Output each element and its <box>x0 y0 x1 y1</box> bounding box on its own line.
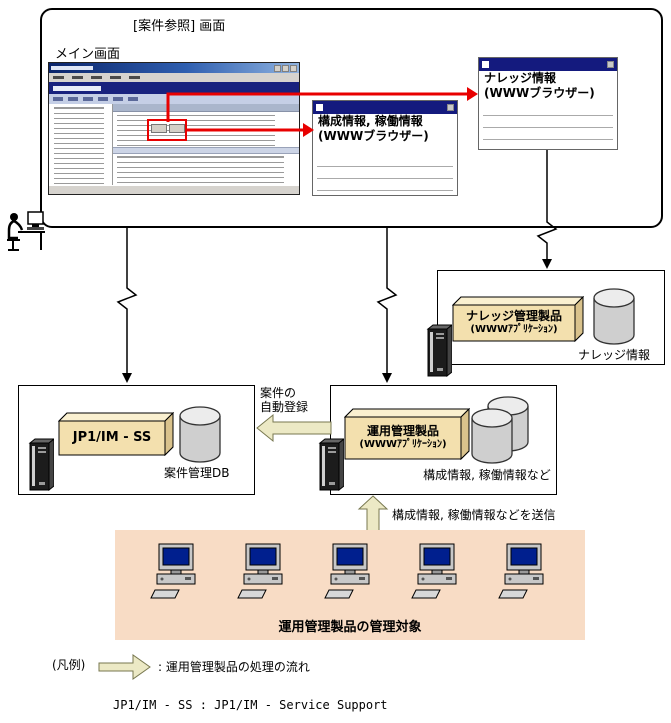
managed-computer-icon <box>410 543 457 599</box>
flow-arrow-up <box>357 495 389 533</box>
knowledge-product-label: ナレッジ管理製品 <box>465 309 562 324</box>
content-line <box>317 178 453 179</box>
jp1-product-label: JP1/IM - SS <box>72 429 152 445</box>
window-title-text-placeholder <box>51 66 93 70</box>
toolbar <box>49 94 299 104</box>
knowledge-product-sublabel: (WWWｱﾌﾟﾘｹｰｼｮﾝ) <box>470 324 558 336</box>
content-line <box>483 115 613 116</box>
legend-flow-arrow <box>98 654 151 680</box>
config-window-title-line2: (WWWブラウザー) <box>318 129 429 143</box>
nav-tree-pane <box>49 104 113 185</box>
ops-product-label: 運用管理製品 <box>366 424 439 439</box>
network-link-to-jp1 <box>116 226 138 383</box>
managed-computer-icon <box>497 543 544 599</box>
knowledge-browser-window: ナレッジ情報 (WWWブラウザー) <box>478 57 618 150</box>
jp1-product-box: JP1/IM - SS <box>58 412 174 456</box>
managed-targets-box <box>115 530 585 640</box>
managed-computer-icon <box>324 543 370 599</box>
network-link-to-ops <box>376 226 398 383</box>
knowledge-product-box: ナレッジ管理製品 (WWWｱﾌﾟﾘｹｰｼｮﾝ) <box>452 296 584 342</box>
knowledge-window-title-line2: (WWWブラウザー) <box>484 86 595 100</box>
jp1-server-icon <box>28 438 54 492</box>
legend-label: (凡例) <box>52 658 86 672</box>
network-link-to-knowledge <box>536 150 558 269</box>
case-screen-label: [案件参照] 画面 <box>133 19 226 34</box>
managed-computer-icon <box>237 543 283 599</box>
legend-desc: : 運用管理製品の処理の流れ <box>158 660 310 674</box>
content-line <box>483 139 613 140</box>
user-at-terminal-icon <box>7 211 45 251</box>
ops-product-box: 運用管理製品 (WWWｱﾌﾟﾘｹｰｼｮﾝ) <box>344 408 470 460</box>
send-info-label: 構成情報, 稼働情報などを送信 <box>392 508 556 522</box>
window-icon <box>482 61 489 68</box>
menu-bar <box>49 73 299 82</box>
ops-db-label: 構成情報, 稼働情報など <box>423 468 551 482</box>
main-screen-window <box>48 62 300 195</box>
red-arrow-to-knowledge <box>166 87 478 122</box>
case-detail-form <box>113 153 299 185</box>
case-db-label: 案件管理DB <box>164 466 230 480</box>
minimize-icon <box>274 64 281 72</box>
config-window-title-line1: 構成情報, 稼働情報 <box>318 114 423 128</box>
link-button-placeholder <box>151 124 167 133</box>
window-titlebar <box>49 63 299 73</box>
window-button-icon <box>607 61 614 68</box>
managed-targets-label: 運用管理製品の管理対象 <box>278 620 422 635</box>
close-icon <box>290 64 297 72</box>
knowledge-window-body: ナレッジ情報 (WWWブラウザー) <box>479 71 617 149</box>
knowledge-window-title-line1: ナレッジ情報 <box>484 71 557 85</box>
maximize-icon <box>282 64 289 72</box>
footnote: JP1/IM - SS : JP1/IM - Service Support <box>113 698 388 712</box>
knowledge-server-icon <box>426 324 452 378</box>
link-button-placeholder <box>169 124 185 133</box>
case-db-cylinder-icon <box>179 406 221 463</box>
managed-computer-icon <box>150 543 196 599</box>
config-window-titlebar <box>313 101 457 114</box>
section-header <box>113 146 299 154</box>
knowledge-db-label: ナレッジ情報 <box>578 348 651 362</box>
knowledge-window-titlebar <box>479 58 617 71</box>
ops-product-sublabel: (WWWｱﾌﾟﾘｹｰｼｮﾝ) <box>359 439 447 451</box>
knowledge-db-cylinder-icon <box>593 288 635 345</box>
table-header <box>113 104 299 112</box>
config-window-body: 構成情報, 稼働情報 (WWWブラウザー) <box>313 114 457 195</box>
window-icon <box>316 104 323 111</box>
red-arrow-to-config <box>186 123 314 137</box>
main-screen-label: メイン画面 <box>55 47 121 62</box>
app-banner <box>49 82 299 94</box>
status-bar <box>49 185 299 194</box>
content-line <box>483 127 613 128</box>
app-logo-placeholder <box>53 85 101 91</box>
config-browser-window: 構成情報, 稼働情報 (WWWブラウザー) <box>312 100 458 196</box>
ops-db-cylinders-icon <box>471 396 529 464</box>
auto-register-label: 案件の 自動登録 <box>260 386 309 415</box>
window-button-icon <box>447 104 454 111</box>
flow-arrow-left <box>256 413 332 443</box>
ops-server-icon <box>318 438 344 492</box>
content-line <box>317 166 453 167</box>
content-line <box>317 190 453 191</box>
